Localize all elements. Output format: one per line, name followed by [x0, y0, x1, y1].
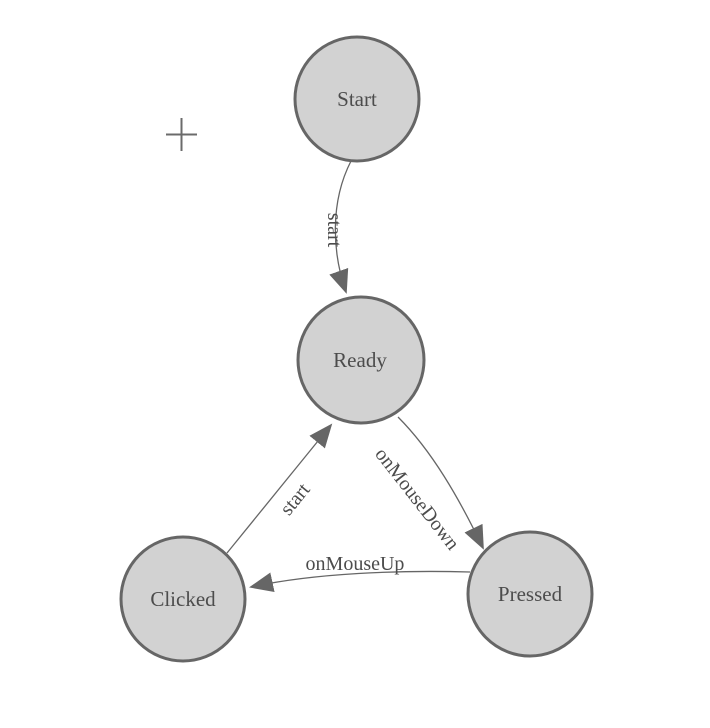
transition-clicked-to-ready[interactable]: start: [226, 423, 333, 554]
edge-line: [329, 160, 352, 294]
state-circle: [466, 530, 594, 658]
state-label-ready: Ready: [333, 348, 387, 372]
state-label-start: Start: [337, 87, 377, 111]
transition-ready-to-pressed[interactable]: onMouseDown: [370, 416, 484, 555]
state-circle: [119, 535, 247, 663]
state-label-pressed: Pressed: [498, 582, 563, 606]
transition-pressed-to-clicked[interactable]: onMouseUp: [249, 553, 471, 593]
state-circle: [296, 295, 426, 425]
edge-line: [249, 570, 471, 593]
state-circle: [293, 35, 421, 163]
edge-label-start-top: start: [323, 213, 345, 248]
edge-label-onmouseup: onMouseUp: [306, 553, 405, 575]
state-node-clicked[interactable]: Clicked: [119, 535, 247, 663]
state-node-pressed[interactable]: Pressed: [466, 530, 594, 658]
crosshair-cursor: [166, 118, 197, 151]
edge-line: [397, 416, 484, 550]
edge-line: [226, 423, 333, 554]
transition-start-to-ready[interactable]: start: [323, 160, 352, 294]
edge-label-onmousedown: onMouseDown: [370, 444, 463, 555]
state-node-start[interactable]: Start: [293, 35, 421, 163]
state-label-clicked: Clicked: [150, 587, 216, 611]
state-node-ready[interactable]: Ready: [296, 295, 426, 425]
